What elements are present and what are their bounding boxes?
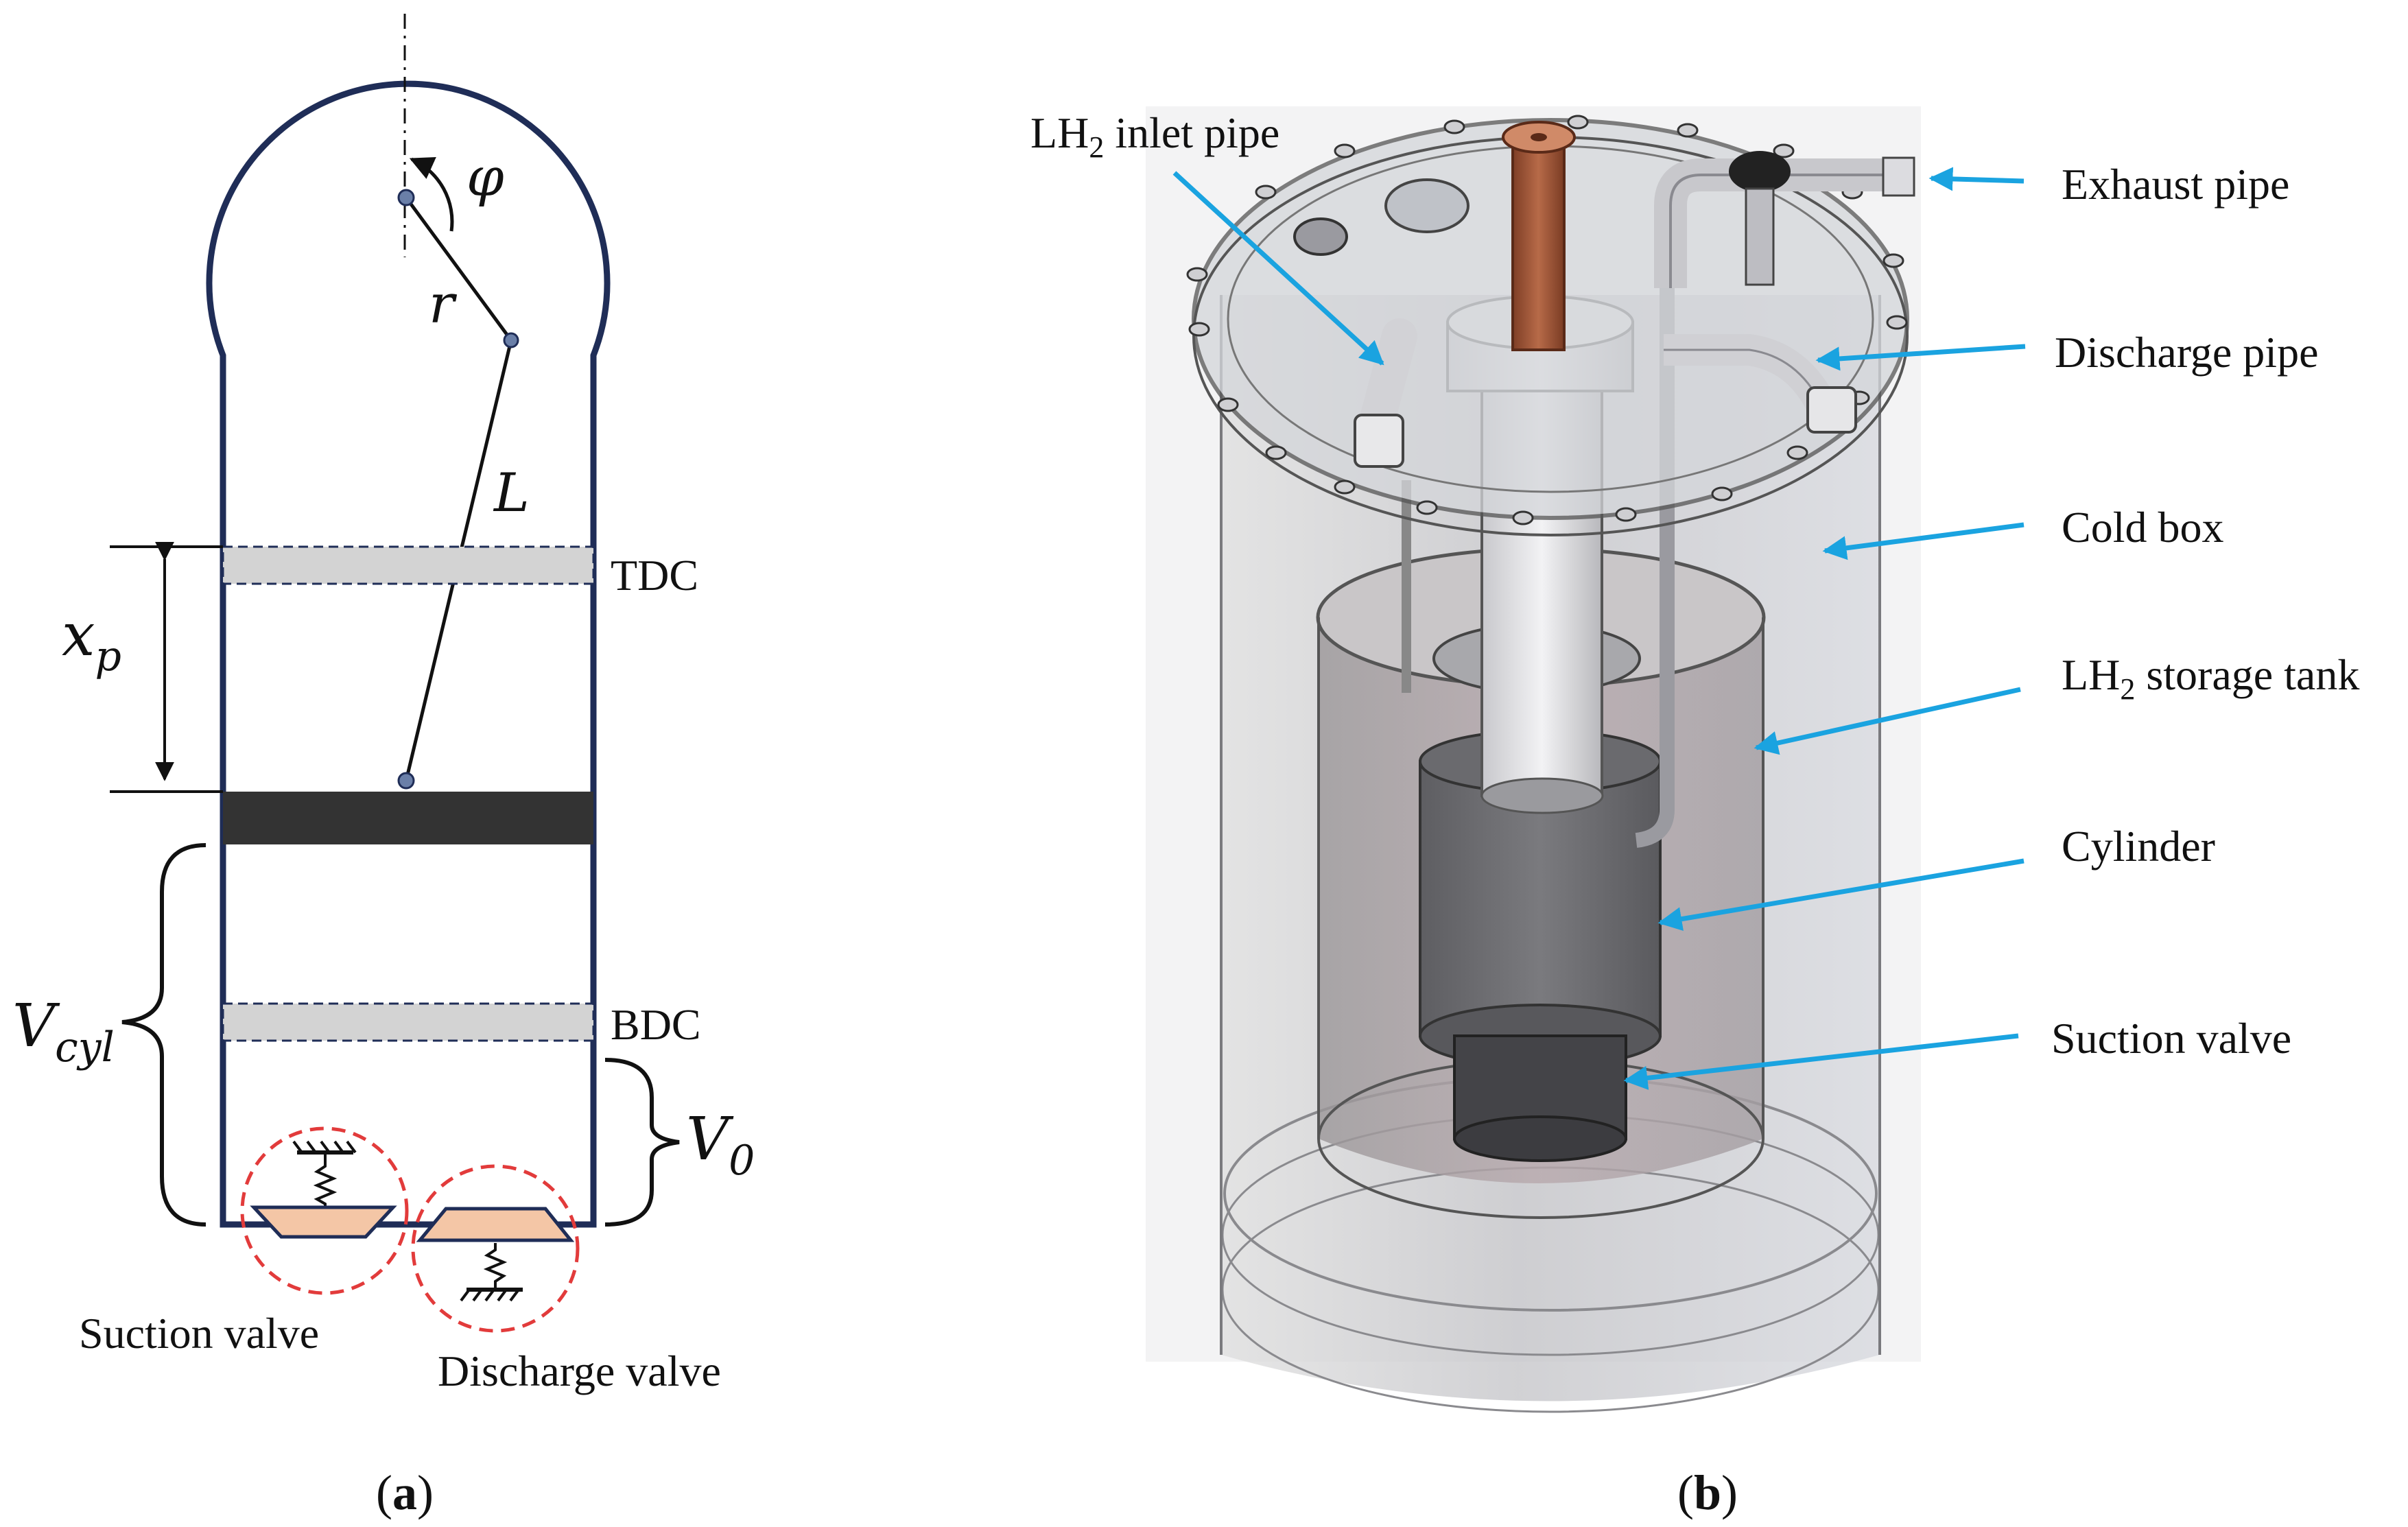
arrow-cylinder: [1657, 858, 2025, 931]
arrow-discharge: [1815, 344, 2026, 371]
cylinder-volume-symbol: Vcyl: [12, 992, 115, 1072]
bdc-band: [222, 1002, 595, 1042]
suction-valve-plate: [250, 1205, 397, 1239]
v0-brace: [604, 1058, 680, 1227]
lid-fitting-left: [1293, 217, 1348, 256]
tdc-band: [222, 545, 595, 585]
suction-valve-circle: [240, 1126, 409, 1295]
lid-fitting-window: [1384, 178, 1469, 233]
label-lh2-inlet-pipe: LH2 inlet pipe: [1030, 108, 1279, 164]
label-cold-box: Cold box: [2062, 503, 2223, 552]
crank-arm: [404, 196, 513, 342]
arrow-storage-tank: [1754, 687, 2021, 755]
discharge-pipe-assembly: [1664, 334, 1857, 434]
discharge-valve-label: Discharge valve: [438, 1347, 721, 1395]
bdc-label: BDC: [611, 1000, 701, 1049]
crank-radius-symbol: r: [429, 274, 458, 335]
label-discharge-pipe: Discharge pipe: [2055, 328, 2318, 377]
exhaust-valve-knob: [1729, 151, 1791, 192]
suction-valve-spring: [313, 1154, 338, 1207]
label-cylinder: Cylinder: [2062, 822, 2215, 871]
suction-valve-label: Suction valve: [79, 1309, 319, 1358]
arrow-exhaust: [1928, 167, 2025, 191]
panel-a-caption: (a): [376, 1465, 434, 1520]
panel-b-caption: (b): [1677, 1465, 1738, 1520]
vcyl-brace: [121, 843, 206, 1227]
copper-rod: [1502, 121, 1576, 351]
internal-pipe: [1635, 233, 1675, 848]
label-suction-valve: Suction valve: [2051, 1014, 2291, 1063]
rod-length-symbol: L: [493, 462, 530, 524]
panel-b: LH2 inlet pipe Exhaust pipe Discharge pi…: [1030, 106, 2359, 1520]
discharge-valve-circle: [411, 1164, 580, 1333]
flange-bolts: [1186, 115, 1908, 525]
crank-pin: [503, 332, 519, 348]
arrow-lh2-inlet: [1172, 171, 1384, 366]
discharge-valve-plate: [416, 1207, 575, 1242]
cylinder-outline: [206, 80, 611, 1228]
crank-angle-arc: [409, 156, 454, 232]
arrow-suction-valve: [1623, 1033, 2019, 1090]
arrow-cold-box: [1822, 522, 2025, 560]
lh2-inlet-fitting: [1354, 318, 1417, 468]
crank-angle-symbol: φ: [467, 147, 504, 209]
stroke-symbol: xp: [62, 601, 121, 680]
exhaust-pipe-assembly: [1654, 151, 1915, 288]
piston-pin: [397, 772, 415, 790]
label-lh2-storage-tank: LH2 storage tank: [2062, 650, 2359, 706]
panel-a: φ r L xp Vcyl V0 TDC BDC Suction valve D…: [12, 14, 755, 1520]
label-exhaust-pipe: Exhaust pipe: [2062, 160, 2289, 209]
discharge-valve-detail: [411, 1164, 580, 1333]
clearance-volume-symbol: V0: [686, 1105, 755, 1185]
suction-valve-detail: [240, 1126, 409, 1295]
tdc-label: TDC: [611, 551, 698, 600]
discharge-valve-spring: [483, 1243, 508, 1288]
piston: [223, 792, 593, 844]
crank-center-pin: [397, 189, 415, 206]
